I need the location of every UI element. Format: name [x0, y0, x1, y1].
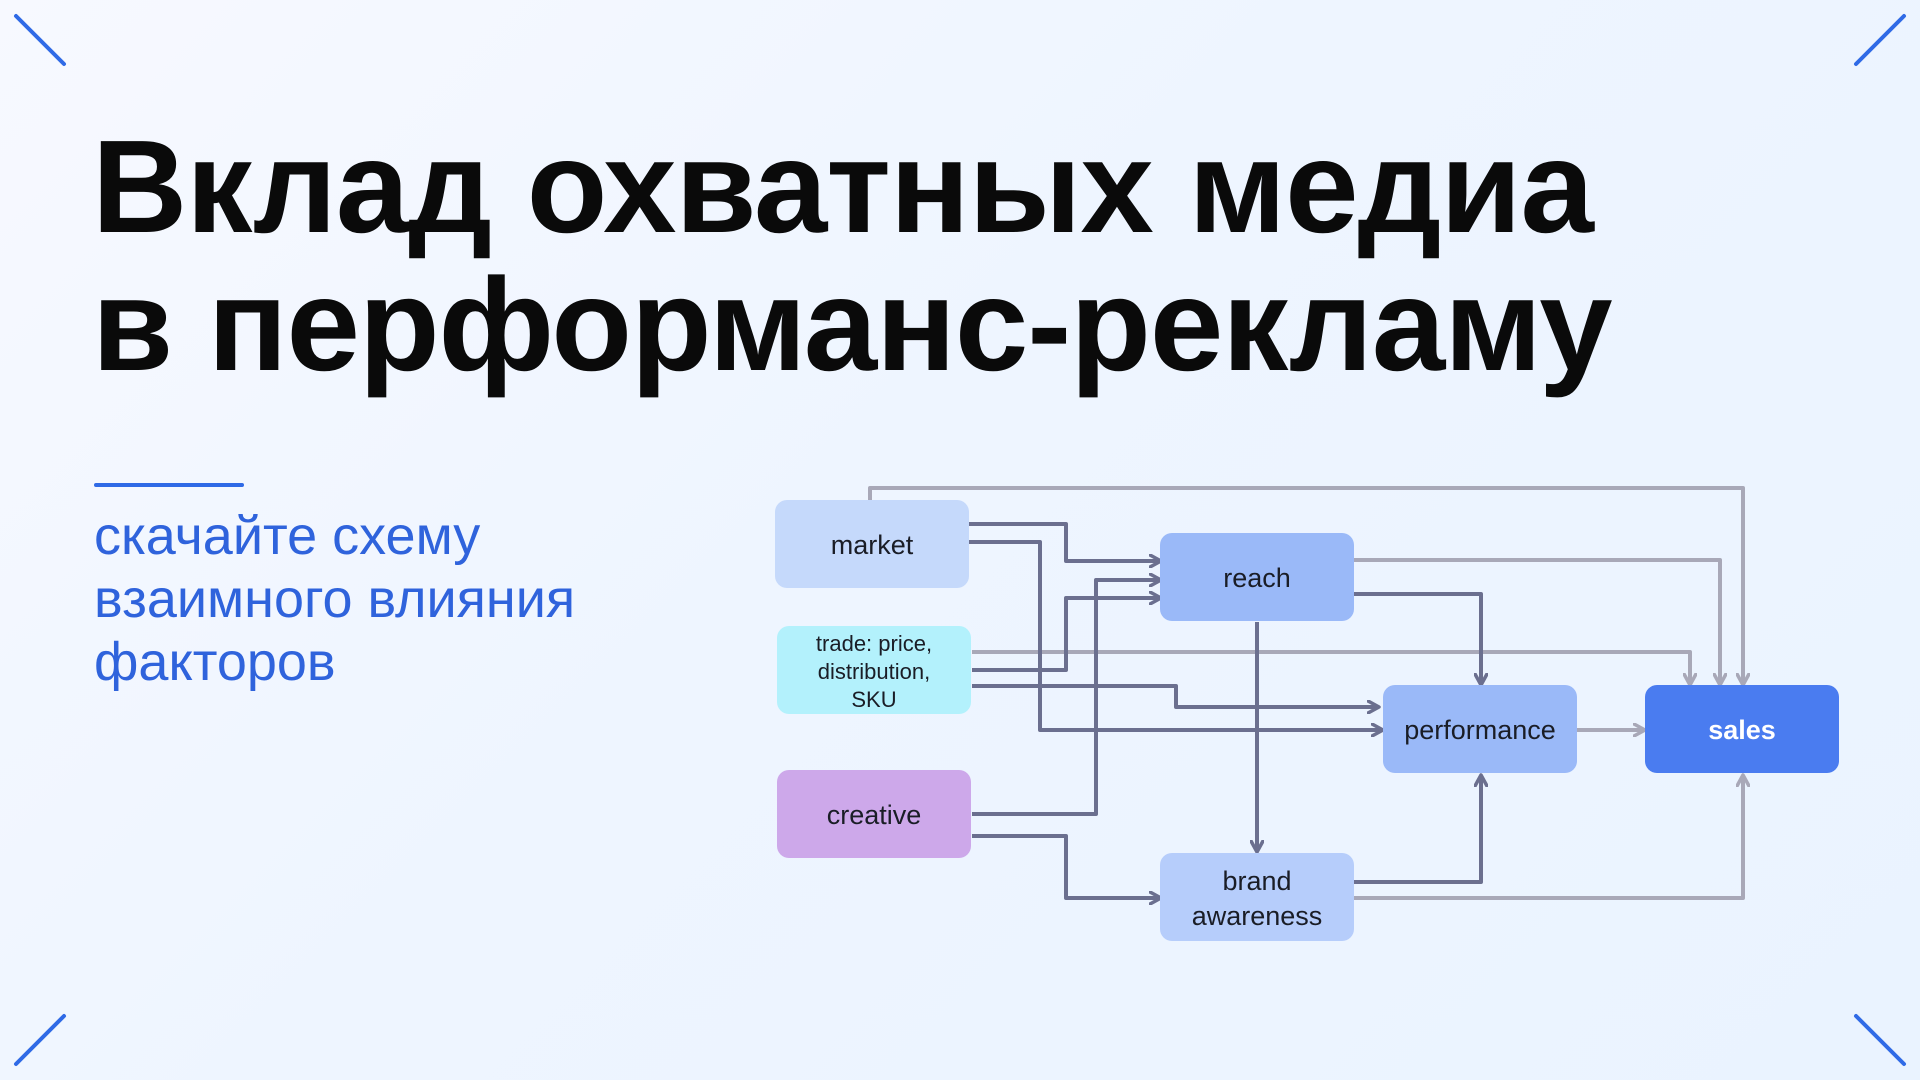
node-creative: creative: [777, 770, 971, 858]
page-title-line-1: Вклад охватных медиа: [92, 113, 1594, 260]
node-sales-box: [1645, 685, 1839, 773]
node-creative-label: creative: [827, 800, 922, 830]
accent-rule: [94, 483, 244, 487]
edge-creative-reach: [972, 580, 1160, 816]
node-brand-awareness: brand awareness: [1160, 853, 1354, 941]
edge-reach-sales: [1353, 558, 1720, 684]
edge-reach-performance: [1353, 592, 1481, 684]
corner-mark-bottom-right: [1854, 1014, 1906, 1066]
node-trade-box: [777, 626, 971, 714]
node-reach-box: [1160, 533, 1354, 621]
node-market-label: market: [831, 530, 914, 560]
node-brand-box: [1160, 853, 1354, 941]
edge-trade-sales: [972, 650, 1690, 684]
node-performance: performance: [1383, 685, 1577, 773]
edge-market-sales: [868, 486, 1743, 684]
node-trade-label-line-1: trade: price,: [816, 631, 932, 656]
page-title-line-2: в перформанс-рекламу: [92, 251, 1613, 398]
corner-mark-bottom-left: [14, 1014, 66, 1066]
edge-trade-reach: [972, 598, 1160, 672]
edge-market-performance: [968, 540, 1382, 730]
node-sales: sales: [1645, 685, 1839, 773]
page-title: Вклад охватных медиа в перформанс-реклам…: [92, 118, 1812, 394]
edge-brand-performance: [1353, 776, 1481, 884]
corner-mark-top-left: [14, 14, 66, 66]
subtitle-line-1: скачайте схему: [94, 506, 481, 566]
edge-brand-sales: [1353, 776, 1743, 900]
node-market-box: [775, 500, 969, 588]
download-subtitle: скачайте схему взаимного влияния факторо…: [94, 505, 714, 694]
corner-mark-top-right: [1854, 14, 1906, 66]
node-sales-label: sales: [1708, 715, 1776, 745]
subtitle-line-2: взаимного влияния: [94, 569, 576, 629]
node-brand-label-line-2: awareness: [1192, 901, 1323, 931]
node-reach-label: reach: [1223, 563, 1291, 593]
node-trade: trade: price, distribution, SKU: [777, 626, 971, 714]
node-trade-label-line-2: distribution,: [818, 659, 931, 684]
edge-creative-brand: [972, 834, 1160, 898]
node-reach: reach: [1160, 533, 1354, 621]
node-creative-box: [777, 770, 971, 858]
diagram-edges-dark: [968, 522, 1481, 898]
edge-trade-performance: [972, 684, 1378, 707]
node-market: market: [775, 500, 969, 588]
node-brand-label-line-1: brand: [1222, 866, 1291, 896]
node-performance-box: [1383, 685, 1577, 773]
node-performance-label: performance: [1404, 715, 1556, 745]
diagram-edges-light: [868, 486, 1743, 900]
subtitle-line-3: факторов: [94, 632, 336, 692]
node-trade-label-line-3: SKU: [851, 687, 896, 712]
edge-market-reach: [968, 522, 1160, 561]
